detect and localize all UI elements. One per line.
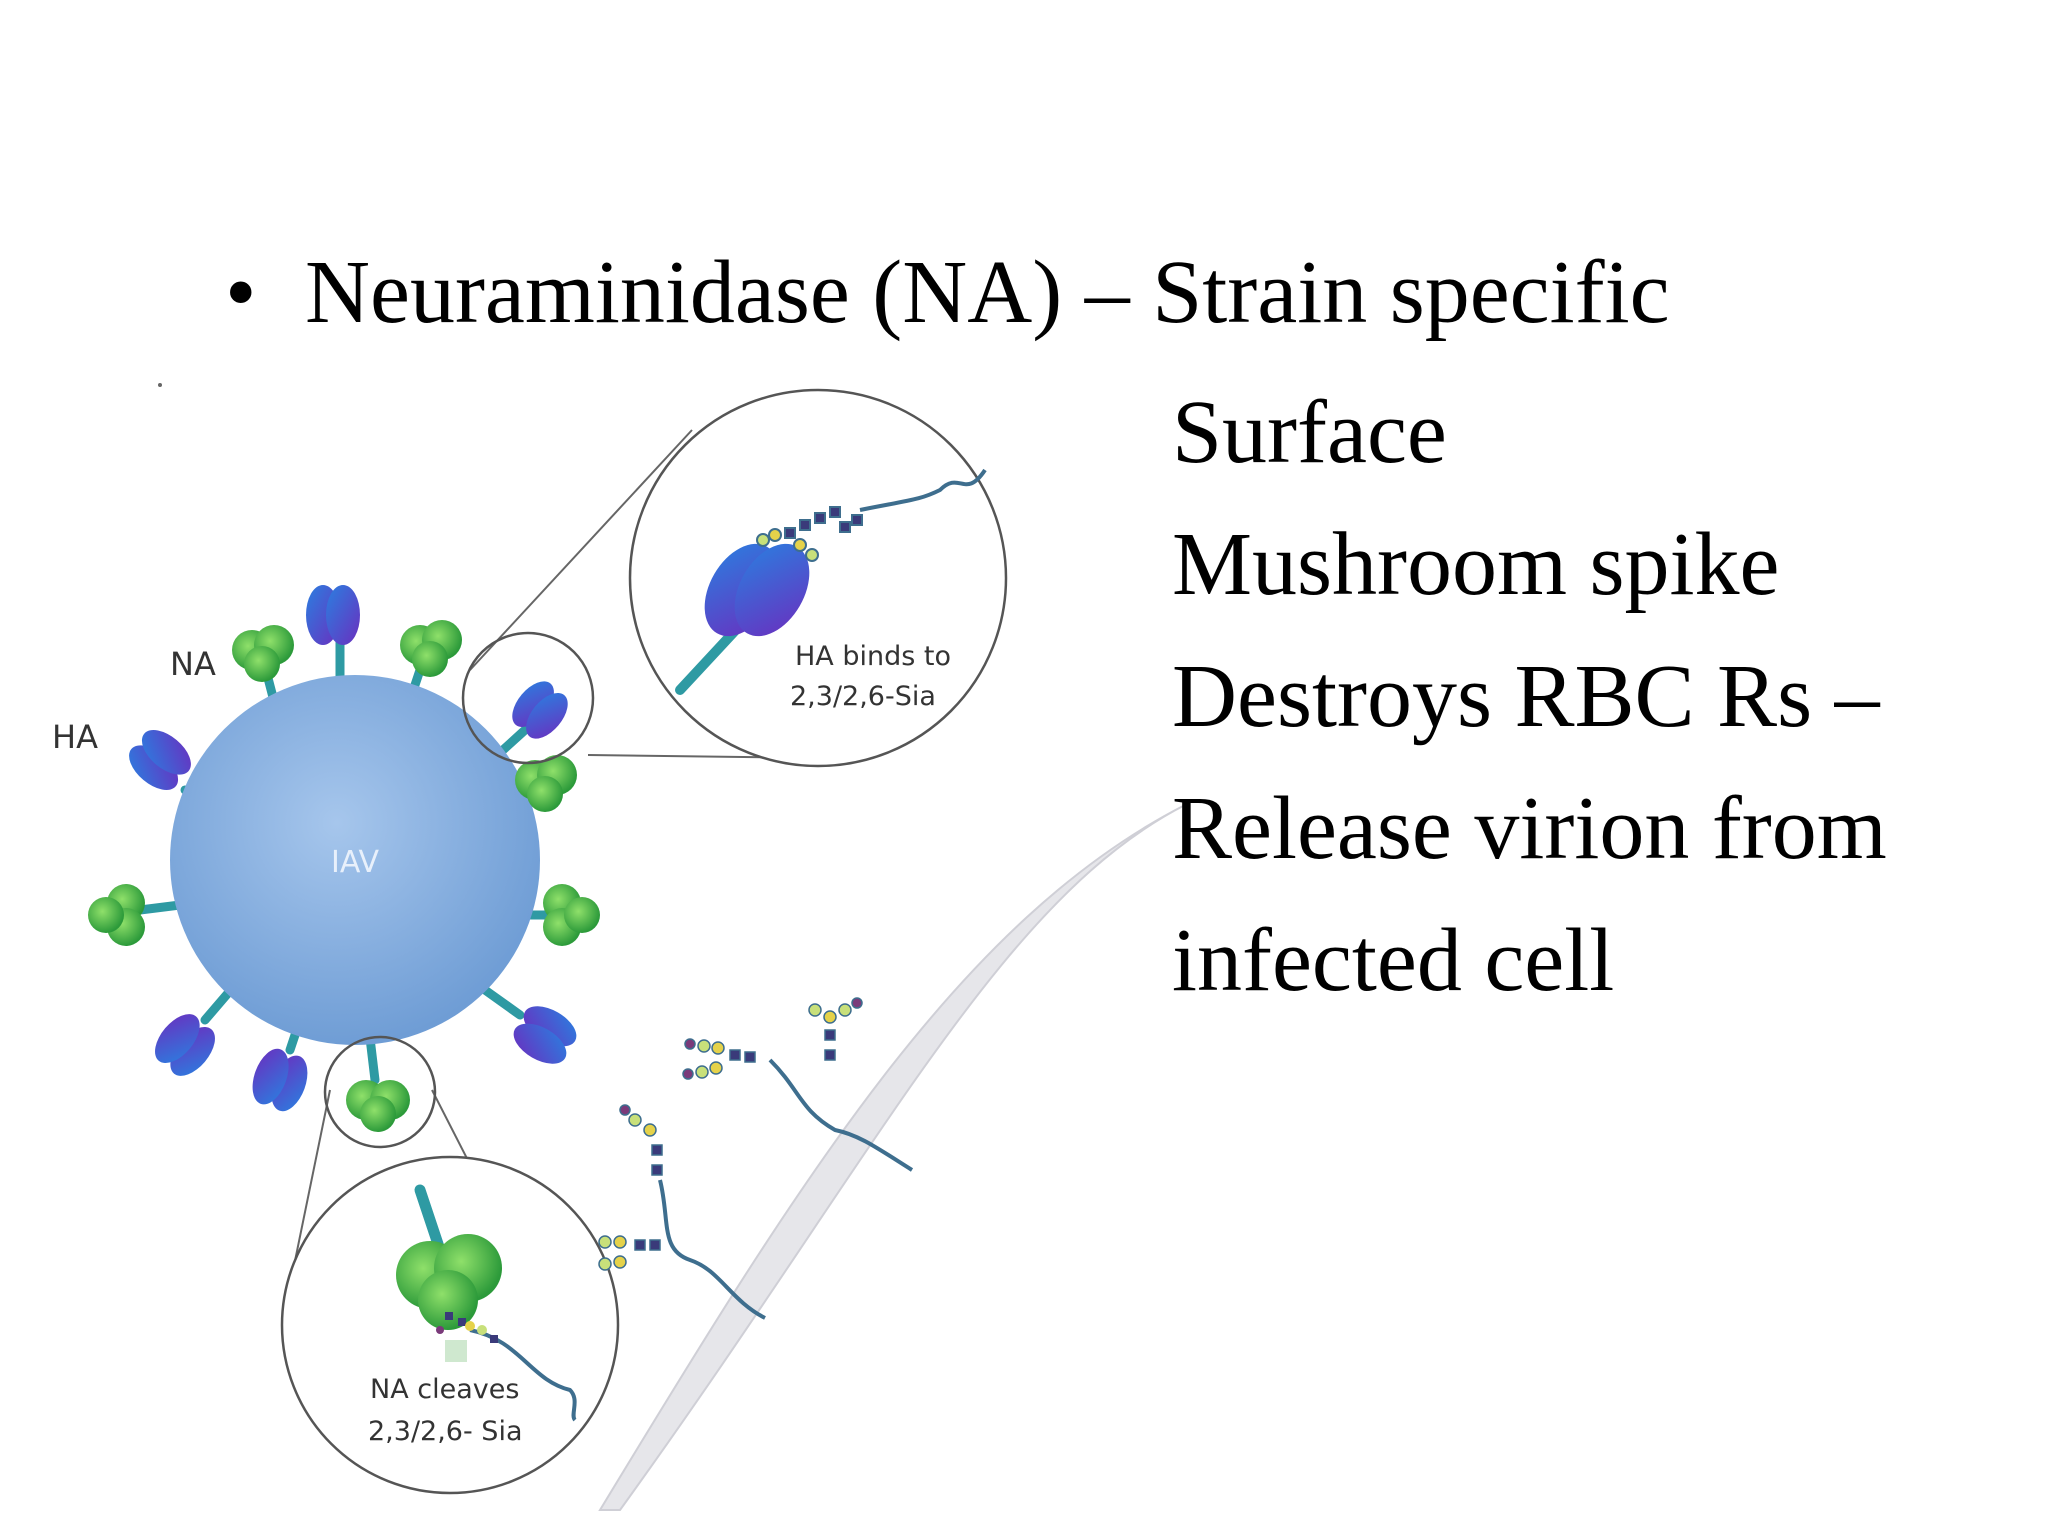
released-sialic-acid bbox=[445, 1340, 467, 1362]
svg-text:NA cleaves: NA cleaves bbox=[370, 1374, 519, 1405]
ha-spikes bbox=[129, 585, 577, 1112]
virus-label: IAV bbox=[331, 845, 379, 880]
svg-text:2,3/2,6- Sia: 2,3/2,6- Sia bbox=[368, 1416, 523, 1447]
na-label: NA bbox=[170, 645, 216, 683]
svg-text:2,3/2,6-Sia: 2,3/2,6-Sia bbox=[790, 681, 936, 712]
na-zoom-callout: NA cleaves 2,3/2,6- Sia bbox=[280, 1155, 620, 1495]
ha-label: HA bbox=[52, 718, 98, 756]
virus-body bbox=[170, 675, 540, 1045]
ha-selection-circle bbox=[461, 631, 595, 765]
cell-membrane bbox=[598, 804, 1186, 1511]
na-glycan-chain bbox=[436, 1312, 498, 1343]
na-selection-circle bbox=[323, 1035, 437, 1149]
ha-glycan-chain bbox=[756, 506, 863, 562]
stray-dot bbox=[158, 383, 162, 387]
cell-receptors bbox=[598, 997, 914, 1320]
na-spikes bbox=[88, 620, 600, 1132]
svg-text:HA binds to: HA binds to bbox=[795, 641, 951, 672]
receptor-glycans bbox=[598, 997, 863, 1271]
ha-zoom-callout: HA binds to 2,3/2,6-Sia bbox=[628, 388, 1008, 768]
